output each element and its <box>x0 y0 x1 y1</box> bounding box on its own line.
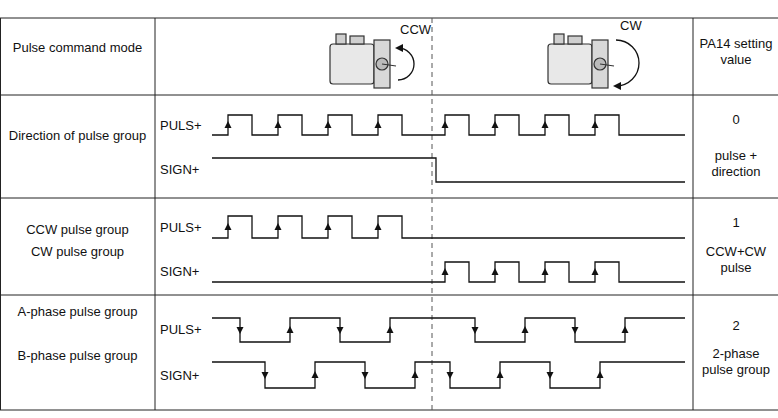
edge-arrow <box>442 121 449 128</box>
signal-name: SIGN+ <box>160 162 210 178</box>
edge-arrow <box>542 268 549 275</box>
edge-arrow <box>542 121 549 128</box>
edge-arrow <box>325 223 332 230</box>
edge-arrow <box>225 121 232 128</box>
edge-arrow <box>547 372 554 379</box>
setting-value: 0 <box>697 112 775 128</box>
edge-arrow <box>387 326 394 333</box>
setting-note: 2-phase pulse group <box>697 346 775 378</box>
mode-name: CW pulse group <box>5 244 150 260</box>
signal-name: SIGN+ <box>160 368 210 384</box>
mode-name: Direction of pulse group <box>5 128 150 144</box>
signal-name: SIGN+ <box>160 264 210 280</box>
pulse-wave <box>212 362 685 388</box>
pulse-wave <box>212 115 685 135</box>
signal-name: PULS+ <box>160 322 210 338</box>
edge-arrow <box>262 372 269 379</box>
setting-note: pulse + direction <box>697 148 775 180</box>
column-header: Pulse command mode <box>5 40 150 56</box>
pulse-wave <box>212 216 685 238</box>
edge-arrow <box>442 268 449 275</box>
edge-arrow <box>412 371 419 378</box>
motor-cw <box>548 34 639 88</box>
edge-arrow <box>497 371 504 378</box>
edge-arrow <box>275 121 282 128</box>
edge-arrow <box>592 121 599 128</box>
edge-arrow <box>362 372 369 379</box>
edge-arrow <box>275 223 282 230</box>
edge-arrow <box>522 326 529 333</box>
signal-name: PULS+ <box>160 118 210 134</box>
setting-value: 1 <box>697 215 775 231</box>
edge-arrow <box>572 327 579 334</box>
edge-arrow <box>337 327 344 334</box>
edge-arrow <box>622 326 629 333</box>
pulse-wave <box>212 262 685 282</box>
edge-arrow <box>472 327 479 334</box>
signal-name: PULS+ <box>160 220 210 236</box>
column-header: PA14 setting value <box>697 36 775 68</box>
edge-arrow <box>492 121 499 128</box>
motor-ccw <box>330 34 414 88</box>
mode-name: CCW pulse group <box>5 222 150 238</box>
edge-arrow <box>325 121 332 128</box>
setting-value: 2 <box>697 318 775 334</box>
edge-arrow <box>312 371 319 378</box>
edge-arrow <box>237 327 244 334</box>
edge-arrows <box>225 121 629 379</box>
rotation-label: CW <box>620 18 660 34</box>
mode-name: B-phase pulse group <box>5 348 150 364</box>
edge-arrow <box>225 223 232 230</box>
edge-arrow <box>375 223 382 230</box>
edge-arrow <box>492 268 499 275</box>
waveforms <box>212 115 685 388</box>
pulse-wave <box>212 158 685 182</box>
mode-name: A-phase pulse group <box>5 304 150 320</box>
pulse-wave <box>212 318 685 342</box>
edge-arrow <box>287 326 294 333</box>
rotation-label: CCW <box>400 22 450 38</box>
edge-arrow <box>447 372 454 379</box>
edge-arrow <box>592 268 599 275</box>
edge-arrow <box>597 371 604 378</box>
edge-arrow <box>375 121 382 128</box>
setting-note: CCW+CW pulse <box>697 244 775 276</box>
grid-lines <box>0 18 778 410</box>
